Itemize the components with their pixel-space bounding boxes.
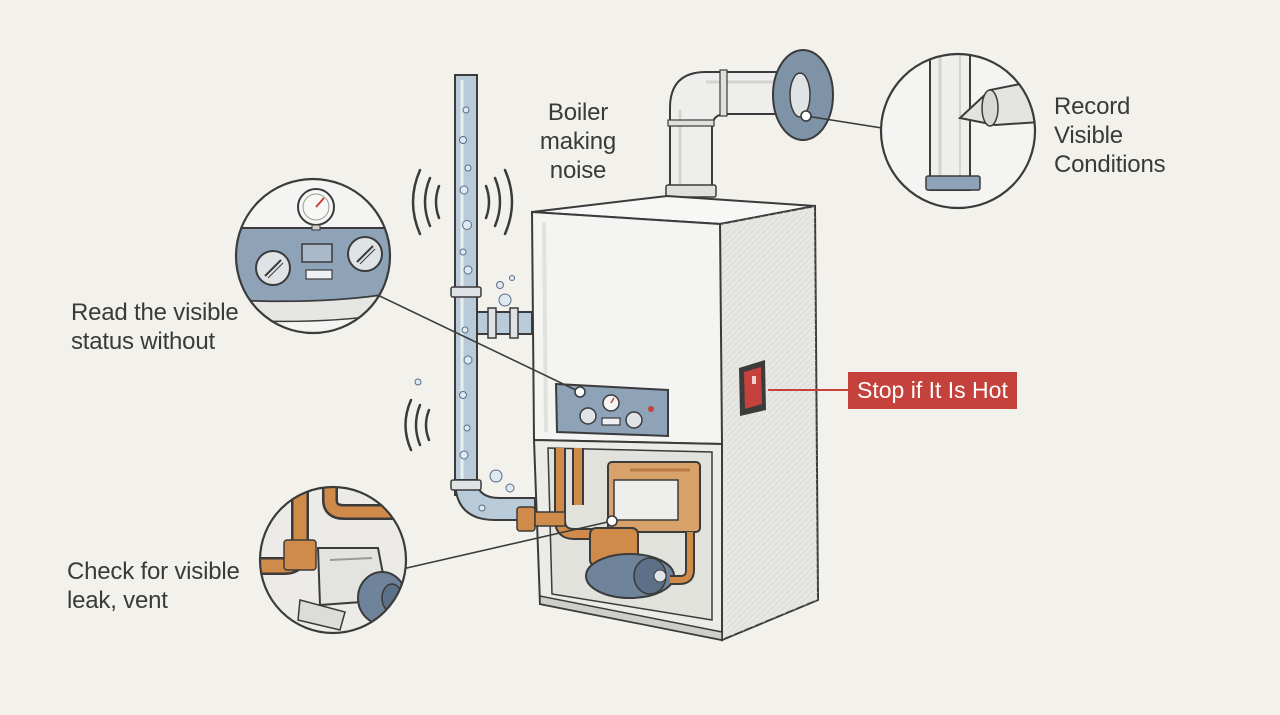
panel-magnifier	[234, 177, 392, 335]
pressure-gauge-icon	[297, 188, 335, 231]
label-record-conditions: Record Visible Conditions	[1054, 93, 1166, 178]
pump-motor-icon	[516, 448, 701, 599]
sound-wave-icon	[404, 168, 514, 452]
flue-pipe-icon	[665, 49, 834, 198]
flue-magnifier	[879, 52, 1037, 210]
vertical-pipe-icon	[414, 74, 536, 521]
pump-magnifier	[258, 485, 408, 635]
control-knob-icon	[255, 236, 383, 286]
label-check-leak: Check for visible leak, vent	[67, 558, 240, 614]
label-read-status: Read the visible status without	[71, 299, 239, 355]
boiler-unit-icon	[530, 194, 820, 642]
label-stop-if-hot: Stop if It Is Hot	[848, 372, 1017, 409]
control-panel-icon	[554, 382, 669, 438]
label-boiler-noise: Boiler making noise	[539, 99, 617, 184]
red-switch-icon	[739, 360, 766, 416]
